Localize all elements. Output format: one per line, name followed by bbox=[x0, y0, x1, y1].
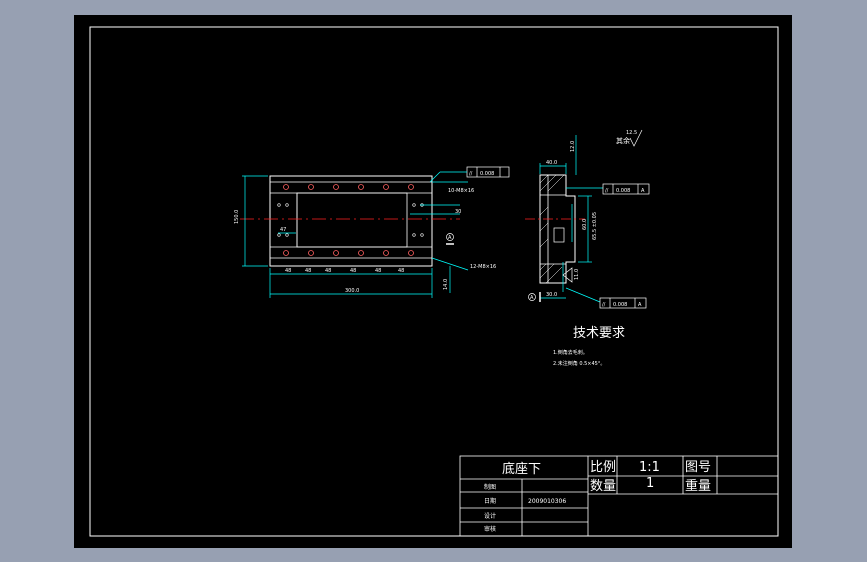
tech-req-item-1: 1.倒角去毛刺。 bbox=[553, 349, 588, 356]
top-hole-row bbox=[283, 184, 414, 190]
side-bottom-dim: 30.0 bbox=[546, 292, 557, 298]
pitch-dim-5: 48 bbox=[375, 268, 381, 274]
roughness-note: 其余 12.5 bbox=[616, 129, 643, 147]
side-gap-dim: 11.0 bbox=[574, 269, 580, 280]
svg-text:A: A bbox=[448, 235, 452, 241]
drawing-sheet bbox=[74, 15, 792, 548]
drawing-no-label: 图号 bbox=[685, 460, 711, 475]
pitch-dim-6: 48 bbox=[398, 268, 404, 274]
tech-req-heading: 技术要求 bbox=[573, 326, 625, 341]
scale-label: 比例 bbox=[590, 460, 616, 475]
svg-text:0.008: 0.008 bbox=[480, 171, 494, 177]
pitch-dim-1: 48 bbox=[285, 268, 291, 274]
review-label: 审核 bbox=[484, 525, 496, 533]
front-tolerance-frame: // 0.008 bbox=[429, 166, 510, 183]
side-top-dim: 40.0 bbox=[546, 160, 557, 166]
tech-req-item-2: 2.未注倒角 0.5×45°。 bbox=[553, 360, 605, 367]
side-tolerance-bottom: // 0.008 A bbox=[599, 297, 647, 309]
scale-value: 1:1 bbox=[639, 460, 660, 475]
svg-text:0.008: 0.008 bbox=[613, 302, 627, 308]
inner-border bbox=[89, 26, 779, 537]
svg-text://: // bbox=[605, 188, 609, 194]
pitch-dim-4: 48 bbox=[350, 268, 356, 274]
dim-47: 47 bbox=[280, 227, 286, 233]
pitch-dim-2: 48 bbox=[305, 268, 311, 274]
svg-text:其余: 其余 bbox=[616, 136, 630, 145]
side-tolerance-top: // 0.008 A bbox=[602, 183, 650, 195]
weight-label: 重量 bbox=[685, 478, 711, 494]
svg-text:A: A bbox=[638, 302, 642, 308]
svg-text:A: A bbox=[641, 188, 645, 194]
quantity-label: 数量 bbox=[590, 479, 616, 494]
front-view: 150.0 300.0 48 48 48 48 48 48 47 30 10-M… bbox=[234, 166, 510, 298]
bottom-hole-row bbox=[283, 250, 414, 256]
svg-text://: // bbox=[469, 171, 473, 177]
side-center-dim: 60.0 bbox=[582, 219, 588, 230]
height-dim: 150.0 bbox=[234, 210, 240, 224]
svg-text:0.008: 0.008 bbox=[616, 188, 630, 194]
quantity-value: 1 bbox=[646, 476, 654, 491]
hole-callout-bottom: 12-M8×16 bbox=[470, 264, 496, 270]
date-label: 日期 bbox=[484, 497, 496, 505]
title-block bbox=[459, 455, 779, 537]
width-dim: 300.0 bbox=[345, 288, 359, 294]
pitch-dim-3: 48 bbox=[325, 268, 331, 274]
side-dim: 14.0 bbox=[443, 279, 449, 290]
svg-text:12.5: 12.5 bbox=[626, 130, 637, 136]
svg-text://: // bbox=[602, 302, 606, 308]
hole-callout-top: 10-M8×16 bbox=[448, 188, 474, 194]
date-value: 2009010306 bbox=[528, 498, 566, 505]
side-view: 40.0 12.0 60.0 65.5 ±0.05 30.0 11.0 // 0… bbox=[525, 135, 650, 309]
design-label: 设计 bbox=[484, 512, 496, 520]
part-name: 底座下 bbox=[502, 461, 541, 477]
svg-text:A: A bbox=[530, 295, 534, 301]
dim-30: 30 bbox=[455, 209, 461, 215]
drawn-label: 制图 bbox=[484, 483, 496, 491]
side-width-dim: 65.5 ±0.05 bbox=[592, 212, 598, 240]
technical-requirements: 技术要求 1.倒角去毛刺。 2.未注倒角 0.5×45°。 bbox=[553, 326, 625, 367]
side-height-dim: 12.0 bbox=[570, 141, 576, 152]
